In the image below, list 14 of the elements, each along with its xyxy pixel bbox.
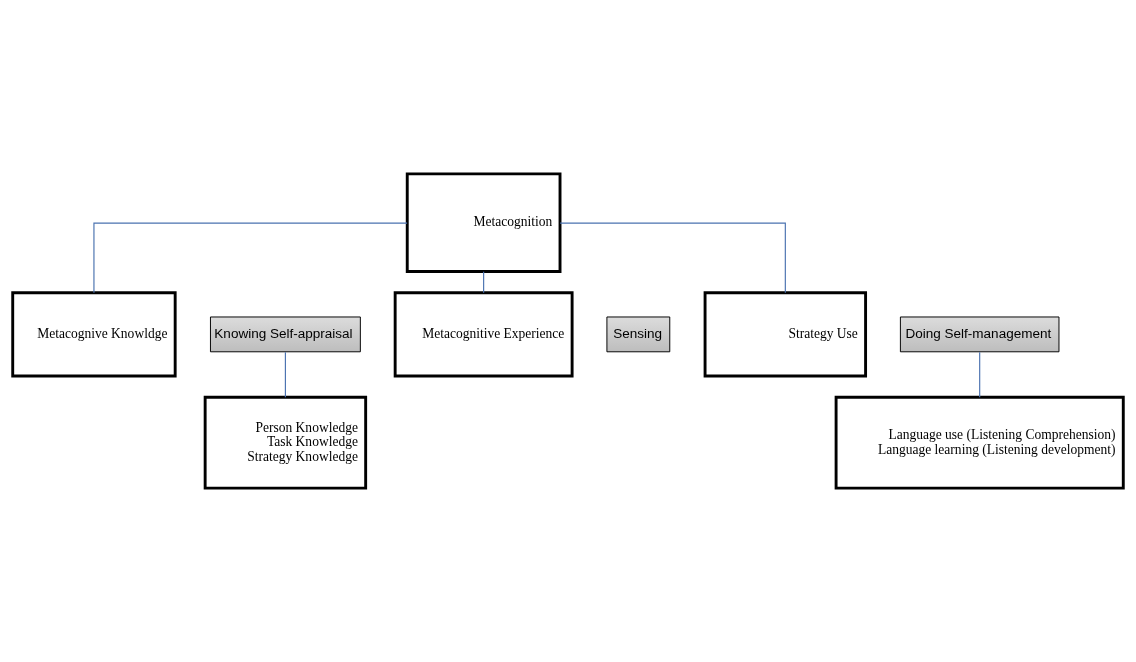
connector xyxy=(483,271,485,294)
node-box: Doing Self-management xyxy=(899,316,1060,353)
connector xyxy=(93,222,408,294)
node-box: Language use (Listening Comprehension) Language learning (Listening development) xyxy=(834,395,1125,490)
node-box: Sensing xyxy=(606,316,671,353)
node-box: Metacognitive Experience xyxy=(393,291,574,378)
node-box: Strategy Use xyxy=(703,291,868,378)
node-box: Person Knowledge Task Knowledge Strategy Knowledge xyxy=(203,395,368,490)
node-box: Knowing Self-appraisal xyxy=(209,316,361,353)
connector xyxy=(979,351,981,398)
node-box: Metacognive Knowldge xyxy=(11,291,177,378)
node-box: Metacognition xyxy=(405,172,562,273)
connector xyxy=(284,351,286,398)
connector xyxy=(559,222,786,294)
